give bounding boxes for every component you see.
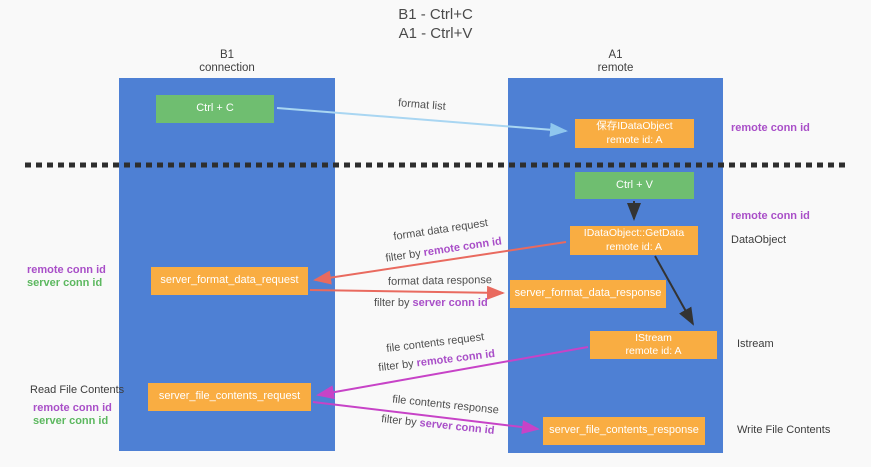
node-save-idataobject: 保存IDataObject remote id: A [575,119,694,148]
filter-by-text: filter by [384,247,425,265]
filter-by-text: filter by [377,357,418,375]
server-conn-id-label-left-bottom: server conn id [33,415,109,427]
format-data-response-arrow [309,285,505,300]
server-conn-id-label-left-top: server conn id [27,277,103,289]
save-idataobject-line2: remote id: A [606,133,663,146]
filter-by-text: filter by [374,297,413,309]
server-file-contents-response-label: server_file_contents_response [549,424,699,437]
filter-by-text: filter by [380,413,421,430]
save-idataobject-line1: 保存IDataObject [596,120,673,133]
remote-conn-id-label-top-right: remote conn id [731,122,810,134]
lane-header-a1: A1 remote [508,49,723,75]
getdata-line1: IDataObject::GetData [583,227,685,240]
server-conn-id-key: server conn id [418,417,496,437]
read-file-contents-label: Read File Contents [30,384,125,396]
remote-conn-id-label-left-bottom: remote conn id [33,402,112,414]
format-list-label: format list [397,97,447,113]
ctrl-c-label: Ctrl + C [196,102,234,115]
server-file-contents-request-label: server_file_contents_request [158,390,301,403]
node-ctrl-c: Ctrl + C [156,95,274,123]
server-format-data-request-label: server_format_data_request [160,274,299,287]
format-data-response-label: format data response [387,274,493,288]
ctrl-v-label: Ctrl + V [616,178,653,191]
istream-side-label: Istream [737,338,774,350]
lane-b1-name: B1 [219,49,235,61]
format-data-response-filter-label: filter by server conn id [374,297,488,309]
lane-a1-name: A1 [608,49,623,61]
diagram-title: B1 - Ctrl+C A1 - Ctrl+V [0,6,871,44]
server-conn-id-key: server conn id [412,297,488,309]
lane-b1-role: connection [199,62,255,75]
file-contents-response-label: file contents response [391,393,500,417]
node-server-file-contents-response: server_file_contents_response [543,417,705,445]
title-line-1: B1 - Ctrl+C [398,6,473,23]
remote-conn-id-key: remote conn id [415,347,496,370]
node-server-format-data-response: server_format_data_response [510,280,666,308]
istream-line1: IStream [635,331,672,344]
server-format-data-response-label: server_format_data_response [514,287,662,300]
dataobject-label: DataObject [731,234,787,246]
lane-header-b1: B1 connection [119,49,335,75]
remote-conn-id-label-left-top: remote conn id [27,264,106,276]
node-server-format-data-request: server_format_data_request [151,267,308,295]
lane-a1-role: remote [597,62,634,75]
title-line-2: A1 - Ctrl+V [398,24,473,42]
remote-conn-id-label-mid-right: remote conn id [731,210,810,222]
file-contents-response-filter-label: filter by server conn id [381,413,495,437]
getdata-line2: remote id: A [605,240,663,253]
node-istream: IStream remote id: A [590,331,717,359]
write-file-contents-label: Write File Contents [737,424,831,436]
node-idataobject-getdata: IDataObject::GetData remote id: A [570,226,698,255]
node-server-file-contents-request: server_file_contents_request [148,383,311,411]
node-ctrl-v: Ctrl + V [575,172,694,199]
remote-conn-id-key: remote conn id [422,235,503,259]
istream-line2: remote id: A [625,345,682,357]
